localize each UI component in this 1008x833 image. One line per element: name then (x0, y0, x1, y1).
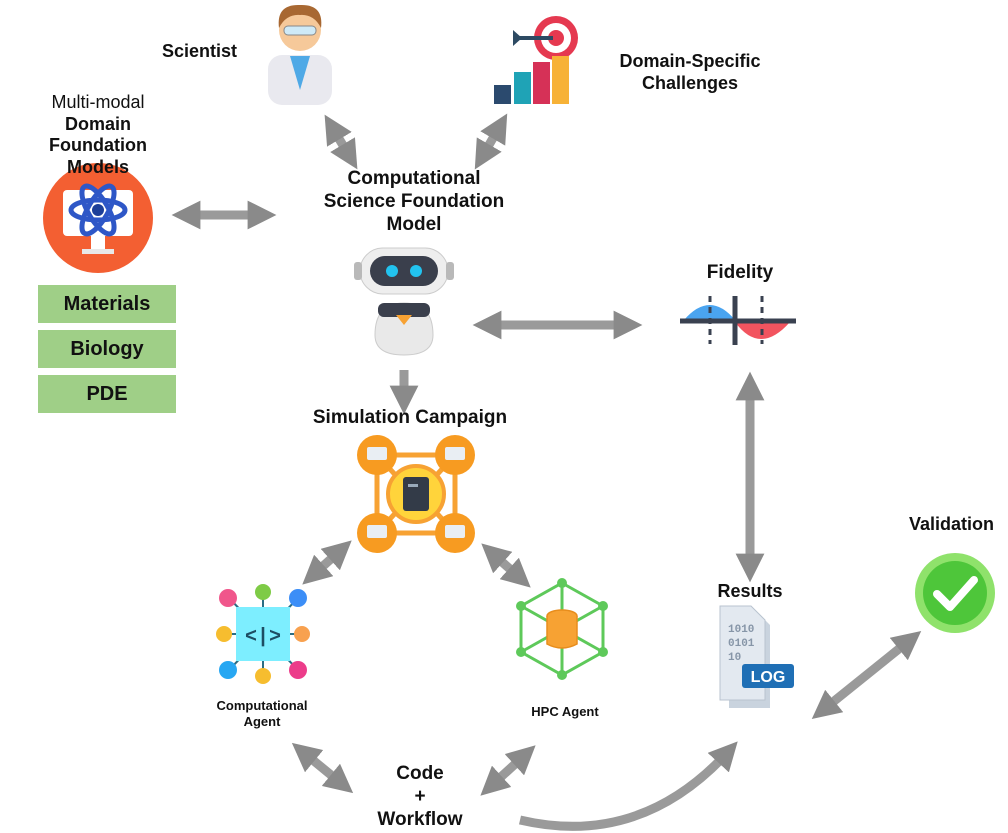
core-model-line-3: Model (386, 213, 442, 235)
challenges-label: Domain-Specific Challenges (590, 51, 790, 94)
hpc-agent-label: HPC Agent (531, 704, 599, 719)
simulation-label: Simulation Campaign (312, 407, 508, 428)
core-model-label: Computational Science Foundation Model (300, 168, 528, 236)
scientist-icon (268, 4, 332, 105)
domain-tag-pde: PDE (38, 375, 176, 413)
validation-label: Validation (908, 514, 995, 534)
atom-monitor-icon (43, 163, 153, 273)
log-bits-1: 1010 (728, 624, 754, 636)
arrow-results-validation (811, 630, 922, 720)
network-icon (357, 435, 475, 553)
scientist-label: Scientist (162, 41, 238, 61)
arrow-challenges-model (474, 113, 508, 170)
comp-agent-line-1: Computational (216, 698, 308, 713)
arrows (171, 113, 922, 796)
challenges-line-2: Challenges (641, 72, 739, 93)
svg-text:<|>: <|> (245, 626, 281, 649)
challenges-line-1: Domain-Specific (619, 51, 761, 71)
log-bits-3: 10 (728, 652, 741, 664)
domain-models-line-2: Domain (64, 113, 131, 134)
code-workflow-label: Code + Workflow (350, 763, 490, 831)
arrow-comp-agent-code (291, 742, 354, 794)
domain-models-line-1: Multi-modal (51, 92, 145, 112)
arrow-code-results-curve (518, 741, 738, 831)
core-model-line-2: Science Foundation (323, 190, 505, 212)
arrow-code-hpc-agent (480, 745, 536, 796)
fidelity-icon (680, 296, 796, 345)
domain-models-line-3: Foundation Models (49, 135, 147, 177)
hpc-cube-icon (516, 578, 608, 680)
robot-icon (354, 247, 454, 356)
code-hub-icon: <|> (216, 584, 310, 684)
domain-models-label: Multi-modal Domain Foundation Models (18, 92, 178, 178)
log-file-icon: 1010 0101 10 LOG (719, 605, 794, 708)
check-icon (915, 553, 995, 633)
domain-tag-biology: Biology (38, 330, 176, 368)
challenges-icon (494, 16, 578, 104)
log-badge-text: LOG (751, 669, 786, 686)
code-line-1: Code (396, 763, 444, 784)
core-model-line-1: Computational (347, 168, 481, 189)
fidelity-label: Fidelity (706, 262, 774, 283)
comp-agent-line-2: Agent (243, 713, 281, 729)
code-line-2: + (414, 785, 426, 807)
log-bits-2: 0101 (728, 638, 755, 650)
comp-agent-label: Computational Agent (200, 698, 324, 729)
arrow-scientist-model (324, 114, 358, 170)
arrow-simulation-comp-agent (302, 540, 352, 585)
code-line-3: Workflow (377, 808, 463, 830)
domain-tag-materials: Materials (38, 285, 176, 323)
arrow-simulation-hpc-agent (481, 543, 531, 588)
results-label: Results (717, 581, 783, 601)
